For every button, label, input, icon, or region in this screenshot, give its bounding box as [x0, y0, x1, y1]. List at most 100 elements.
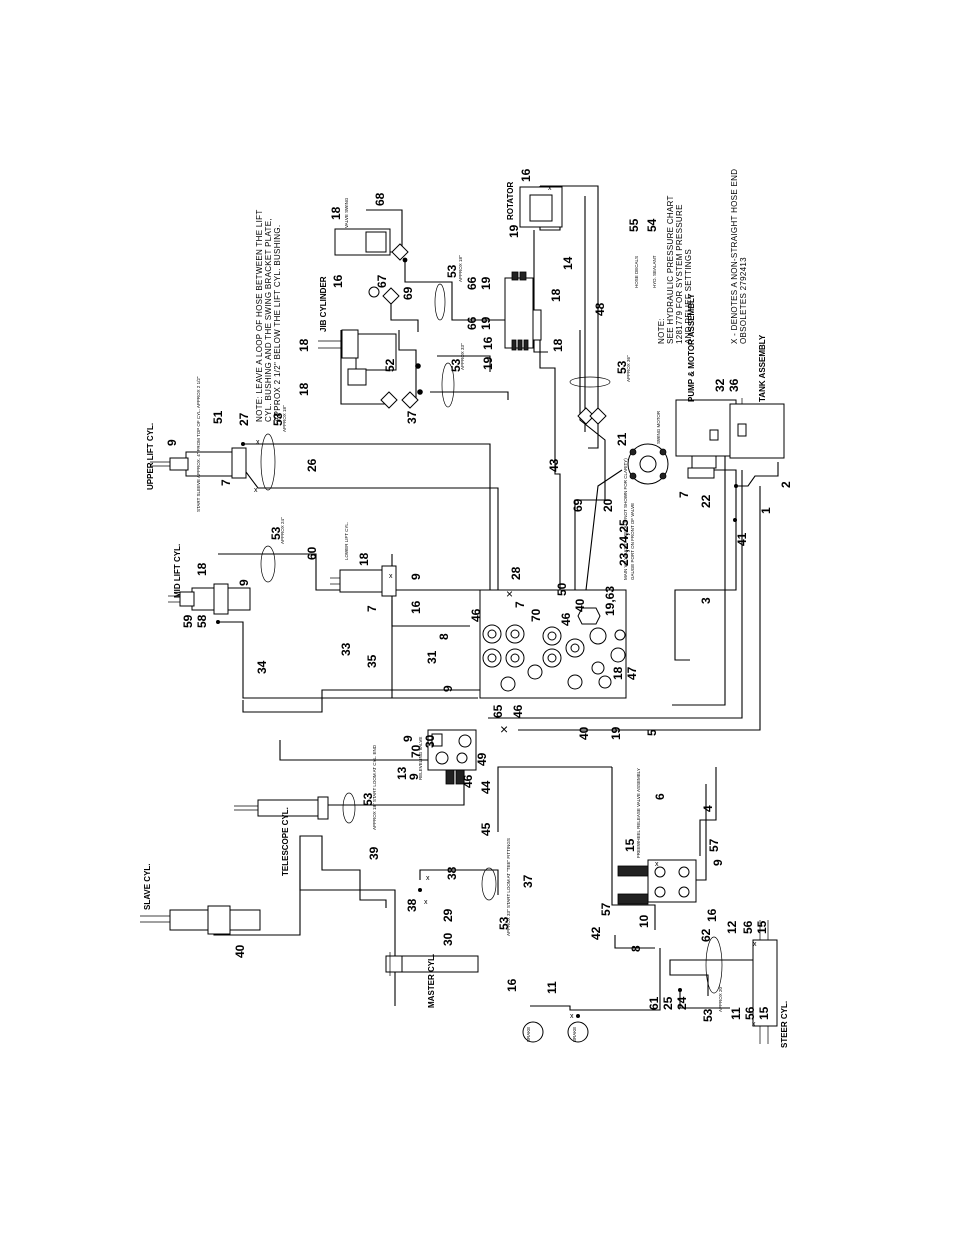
callout: 60: [305, 546, 319, 560]
callout: 53: [497, 916, 511, 930]
callout: 11: [729, 1007, 743, 1020]
lower-lift-cylinder: [330, 565, 397, 597]
check-valves: [368, 243, 607, 425]
jib-cylinder: [318, 329, 397, 386]
label-steer-cyl: STEER CYL.: [780, 1001, 789, 1048]
steer-cylinder: [752, 920, 778, 1044]
callout: 55: [627, 218, 641, 232]
callout: 61: [647, 996, 661, 1010]
callout: 18: [297, 338, 311, 352]
note-approx-18a: APPROX 18": [282, 405, 287, 432]
pump-motor-assembly: [675, 399, 737, 479]
svg-text:x: x: [655, 861, 659, 868]
callout: 32: [713, 378, 727, 392]
callout: 19: [479, 276, 493, 290]
hose-lines: [213, 185, 779, 1011]
callout: 8: [437, 633, 451, 640]
callout: 34: [255, 660, 269, 674]
callout: 30: [423, 734, 437, 748]
callout: 44: [479, 780, 493, 794]
note-jib-1: NOTE: LEAVE A LOOP OF HOSE BETWEEN THE L…: [255, 209, 264, 422]
callout: 42: [589, 926, 603, 940]
callout: 39: [367, 846, 381, 860]
master-cylinder: [385, 952, 479, 976]
svg-text:x: x: [752, 1021, 756, 1028]
label-swing-motor: SWING MOTOR: [656, 410, 661, 444]
callout: 49: [475, 752, 489, 766]
label-rotator: ROTATOR: [506, 182, 515, 220]
callout: 19: [507, 224, 521, 238]
note-approx-24: APPROX 24": [280, 517, 285, 544]
callout: 69: [401, 286, 415, 300]
callout: 9: [711, 859, 725, 866]
callout: 19: [479, 316, 493, 330]
slave-cylinder: [140, 905, 261, 935]
callout: 53: [701, 1008, 715, 1022]
directional-valve: [504, 271, 542, 351]
rotator: [519, 186, 563, 228]
callout: 15: [757, 1006, 771, 1020]
callout: 9: [401, 735, 415, 742]
callout: 58: [195, 614, 209, 628]
svg-text:x: x: [753, 941, 757, 948]
callout: 19: [481, 356, 495, 370]
note-x-2: OBSOLETES 2792413: [739, 257, 748, 344]
callout: 16: [331, 274, 345, 288]
callout: 38: [405, 898, 419, 912]
freewheel-valve: [617, 859, 697, 905]
label-releveling-valve: RELEVELING VALVE: [418, 737, 423, 780]
callout: 52: [383, 358, 397, 372]
callout: 45: [479, 822, 493, 836]
note-sleeve: START SLEEVE APPROX. 4" FROM TOP OF CYL.…: [196, 376, 201, 512]
callout: 18: [549, 288, 563, 302]
callout: 9: [409, 573, 423, 580]
callout: 48: [593, 302, 607, 316]
callout: 27: [237, 412, 251, 426]
callout: 9: [407, 773, 421, 780]
callout: 53: [445, 264, 459, 278]
label-mid-lift-cyl: MID LIFT CYL.: [173, 544, 182, 598]
note-pressure-2: SEE HYDRAULIC PRESSURE CHART: [666, 195, 675, 344]
callout: 46: [511, 704, 525, 718]
callout: 29: [441, 908, 455, 922]
callout: 8: [629, 945, 643, 952]
label-upper-lift-cyl: UPPER LIFT CYL.: [146, 423, 155, 490]
callout: 3: [699, 597, 713, 604]
note-x-1: X - DENOTES A NON-STRAIGHT HOSE END: [730, 169, 739, 344]
callout: 40: [573, 598, 587, 612]
note-approx-33-tee: APPROX 33" START LOOM AT "TEE" FITTINGS: [506, 838, 511, 936]
label-master-cyl: MASTER CYL.: [427, 954, 436, 1008]
note-pressure-3: 1281779 FOR SYSTEM PRESSURE: [675, 204, 684, 344]
callout: 67: [375, 274, 389, 288]
note-hyd-sealant: HYD. SEALANT: [652, 255, 657, 288]
svg-text:x: x: [256, 439, 260, 446]
telescope-cylinder: [234, 796, 329, 820]
callout: 30: [441, 932, 455, 946]
callout: 33: [339, 642, 353, 656]
callout: 53: [271, 412, 285, 426]
callout: 51: [211, 410, 225, 424]
callout: 53: [615, 360, 629, 374]
callout: 66: [465, 276, 479, 290]
svg-text:x: x: [389, 573, 393, 580]
callout: 69: [571, 498, 585, 512]
callout: 50: [555, 582, 569, 596]
callout: 35: [365, 654, 379, 668]
label-lower-lift-cyl: LOWER LIFT CYL.: [344, 522, 349, 560]
callout: 16: [705, 908, 719, 922]
callout: 65: [491, 704, 505, 718]
callout: 6: [653, 793, 667, 800]
callout: 10: [637, 914, 651, 928]
sleeve-loops: [260, 283, 723, 994]
callout: 53: [361, 792, 375, 806]
callout: 46: [461, 774, 475, 788]
callout: 46: [469, 608, 483, 622]
note-jib-3: APPROX 2 1/2" BELOW THE LIFT CYL. BUSHIN…: [273, 225, 282, 422]
callout: 18: [611, 666, 625, 680]
callout: 68: [373, 192, 387, 206]
callout: 14: [561, 256, 575, 270]
callout: 36: [727, 378, 741, 392]
callout: 9: [237, 579, 251, 586]
junction-dots: [216, 257, 738, 1018]
